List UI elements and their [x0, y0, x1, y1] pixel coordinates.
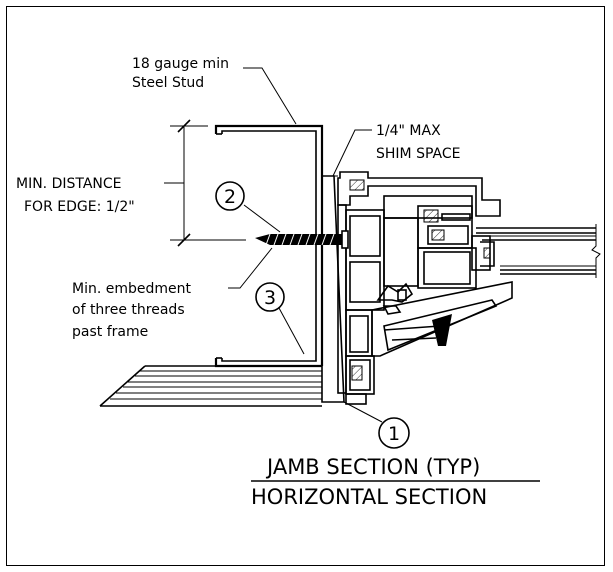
callout-1: 1 — [378, 417, 410, 449]
stud-label-line2: Steel Stud — [132, 75, 204, 91]
title-line2: HORIZONTAL SECTION — [251, 485, 487, 509]
shim — [321, 175, 345, 403]
title-block: JAMB SECTION (TYP) HORIZONTAL SECTION — [251, 455, 540, 509]
title-line1: JAMB SECTION (TYP) — [265, 455, 480, 479]
callout-3: 3 — [255, 282, 285, 312]
edge-label-line1: MIN. DISTANCE — [16, 176, 122, 192]
shim-label-line1: 1/4" MAX — [376, 123, 441, 139]
callout-3-number: 3 — [264, 287, 276, 309]
drawing-border — [6, 6, 605, 566]
edge-label-line2: FOR EDGE: 1/2" — [24, 199, 135, 215]
edge-distance-dimension — [164, 119, 246, 247]
glass-unit — [476, 224, 601, 278]
embedment-label-line2: of three threads — [72, 302, 185, 318]
wall-sill-band — [99, 365, 322, 407]
shim-label-line2: SHIM SPACE — [376, 146, 460, 162]
callout-2-number: 2 — [224, 186, 236, 208]
steel-stud — [214, 124, 324, 368]
screw — [255, 230, 349, 249]
leader-lines — [228, 67, 383, 423]
embedment-label-line1: Min. embedment — [72, 281, 192, 297]
stud-label-line1: 18 gauge min — [132, 56, 229, 72]
embedment-label-line3: past frame — [72, 324, 148, 340]
window-frame-profile — [337, 171, 513, 405]
callout-1-number: 1 — [388, 423, 400, 445]
callout-2: 2 — [215, 181, 245, 211]
